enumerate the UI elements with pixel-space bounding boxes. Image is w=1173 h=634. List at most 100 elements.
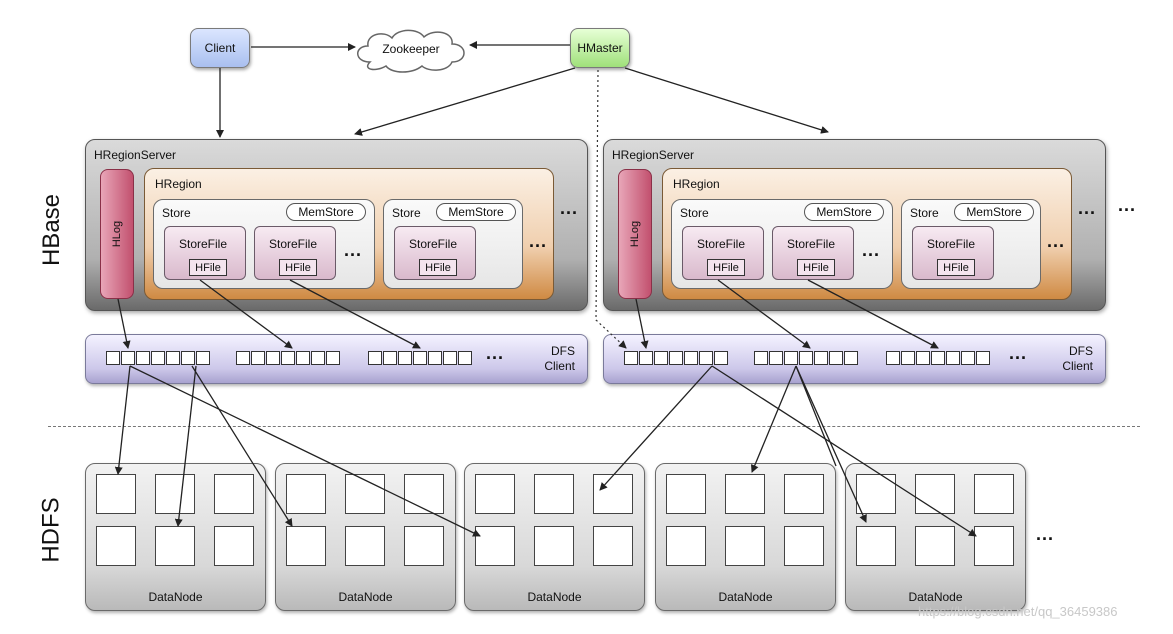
hdfs-block <box>136 351 150 365</box>
storefile: StoreFile HFile <box>164 226 246 280</box>
datanode-block <box>915 474 955 514</box>
hdfs-block <box>669 351 683 365</box>
hdfs-block <box>754 351 768 365</box>
hdfs-block <box>121 351 135 365</box>
dfs-client-label: DFS Client <box>1062 344 1093 374</box>
hdfs-block <box>639 351 653 365</box>
hdfs-block <box>166 351 180 365</box>
hdfs-block <box>946 351 960 365</box>
watermark: https://blog.csdn.net/qq_36459386 <box>918 604 1118 619</box>
datanode-4: DataNode <box>655 463 836 611</box>
region-server-title: HRegionServer <box>94 148 177 162</box>
memstore: MemStore <box>954 203 1034 221</box>
datanode-block <box>214 474 254 514</box>
hdfs-block <box>784 351 798 365</box>
hdfs-block <box>413 351 427 365</box>
store-label: Store <box>162 206 191 220</box>
region-server-2: HRegionServer HLog HRegion Store MemStor… <box>603 139 1106 311</box>
more-regions-ellipsis: ... <box>1078 198 1097 218</box>
hdfs-block <box>458 351 472 365</box>
dfs-label-line2: Client <box>1062 359 1093 373</box>
hfile: HFile <box>707 259 745 276</box>
store-label: Store <box>392 206 421 220</box>
storefile: StoreFile HFile <box>682 226 764 280</box>
datanode-block <box>666 526 706 566</box>
hdfs-block <box>383 351 397 365</box>
datanode-block <box>286 474 326 514</box>
dfs-label-line1: DFS <box>551 344 575 358</box>
more-storefiles-ellipsis: ... <box>862 240 881 260</box>
hdfs-block <box>281 351 295 365</box>
storefile: StoreFile HFile <box>772 226 854 280</box>
hdfs-block <box>799 351 813 365</box>
hdfs-block <box>428 351 442 365</box>
datanode-1: DataNode <box>85 463 266 611</box>
datanode-label: DataNode <box>908 590 963 604</box>
hdfs-layer-label: HDFS <box>22 497 82 562</box>
datanode-block <box>666 474 706 514</box>
hdfs-block <box>236 351 250 365</box>
more-datanodes-ellipsis: ... <box>1036 524 1055 544</box>
datanode-block <box>915 526 955 566</box>
hdfs-block <box>326 351 340 365</box>
hdfs-block <box>266 351 280 365</box>
hdfs-block <box>151 351 165 365</box>
hdfs-block <box>654 351 668 365</box>
hlog-label: HLog <box>110 220 123 248</box>
hregion: HRegion Store MemStore StoreFile HFile S… <box>662 168 1072 300</box>
hdfs-block <box>296 351 310 365</box>
hdfs-block <box>699 351 713 365</box>
hdfs-block <box>443 351 457 365</box>
hdfs-block <box>829 351 843 365</box>
datanode-block <box>784 474 824 514</box>
hdfs-block-strip <box>624 351 729 365</box>
hdfs-block <box>624 351 638 365</box>
datanode-block <box>534 526 574 566</box>
datanode-block <box>974 474 1014 514</box>
hdfs-block <box>901 351 915 365</box>
hdfs-block <box>931 351 945 365</box>
storefile-label: StoreFile <box>269 237 318 251</box>
hdfs-block <box>181 351 195 365</box>
arrow-hmaster-to-regionserver-2 <box>624 67 829 134</box>
hmaster-label: HMaster <box>577 41 623 55</box>
store-1: Store MemStore StoreFile HFile StoreFile… <box>671 199 893 289</box>
more-blocks-ellipsis: ... <box>486 343 505 363</box>
datanode-label: DataNode <box>148 590 203 604</box>
datanode-label: DataNode <box>338 590 393 604</box>
datanode-block <box>593 526 633 566</box>
dfs-label-line1: DFS <box>1069 344 1093 358</box>
dfs-client-1: ... DFS Client <box>85 334 588 384</box>
store-1: Store MemStore StoreFile HFile StoreFile… <box>153 199 375 289</box>
client-label: Client <box>204 41 236 55</box>
hdfs-block <box>311 351 325 365</box>
storefile: StoreFile HFile <box>912 226 994 280</box>
hregion-label: HRegion <box>155 177 202 191</box>
datanode-block <box>404 526 444 566</box>
storefile-label: StoreFile <box>179 237 228 251</box>
store-label: Store <box>910 206 939 220</box>
datanode-block <box>725 474 765 514</box>
hdfs-block <box>368 351 382 365</box>
more-regions-ellipsis: ... <box>560 198 579 218</box>
store-label: Store <box>680 206 709 220</box>
datanode-block <box>856 474 896 514</box>
hdfs-block <box>916 351 930 365</box>
hdfs-block <box>886 351 900 365</box>
more-blocks-ellipsis: ... <box>1009 343 1028 363</box>
hdfs-block-strip <box>886 351 991 365</box>
dfs-label-line2: Client <box>544 359 575 373</box>
layer-separator <box>48 426 1140 427</box>
datanode-block <box>155 474 195 514</box>
more-storefiles-ellipsis: ... <box>344 240 363 260</box>
hfile: HFile <box>419 259 457 276</box>
memstore: MemStore <box>286 203 366 221</box>
datanode-block <box>784 526 824 566</box>
datanode-label: DataNode <box>527 590 582 604</box>
storefile-label: StoreFile <box>787 237 836 251</box>
hdfs-block-strip <box>236 351 341 365</box>
datanode-block <box>475 526 515 566</box>
datanode-block <box>534 474 574 514</box>
hdfs-block-strip <box>106 351 211 365</box>
